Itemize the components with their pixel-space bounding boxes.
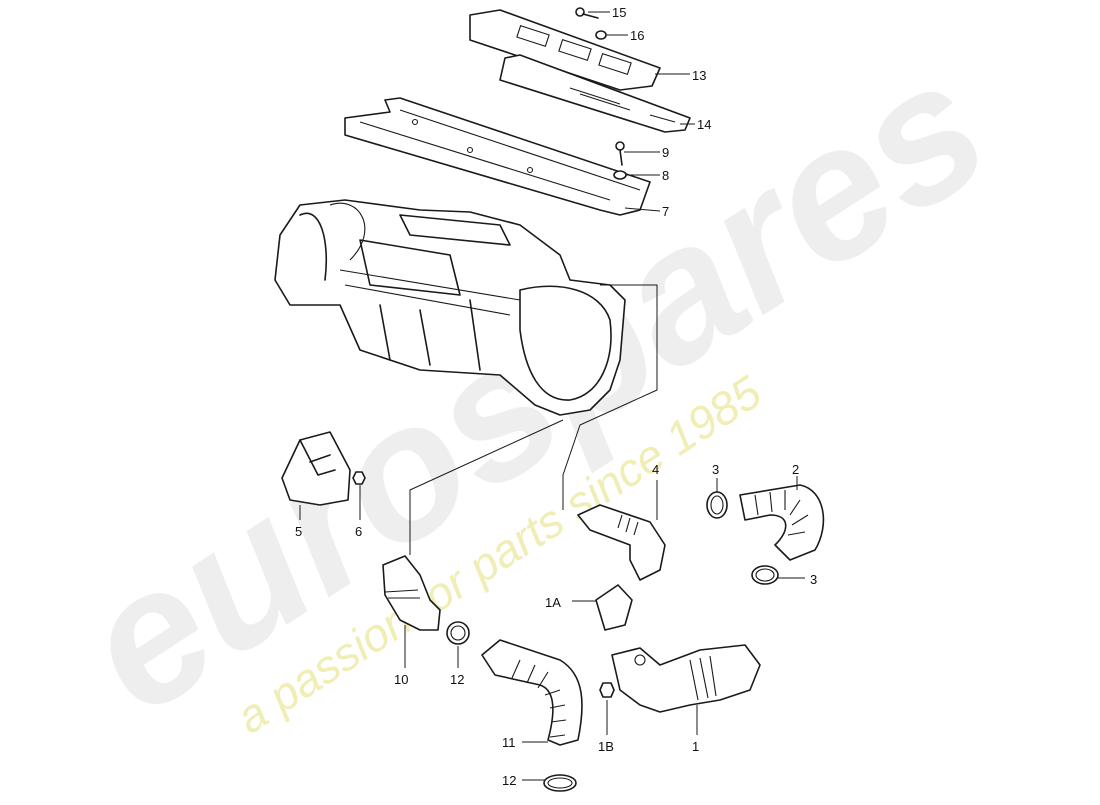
label-14: 14 <box>697 117 711 132</box>
label-13: 13 <box>692 68 706 83</box>
part-1-duct <box>611 644 761 713</box>
heater-housing-assembly <box>274 199 626 416</box>
part-16-washer <box>595 30 607 40</box>
label-8: 8 <box>662 168 669 183</box>
label-3-upper: 3 <box>712 462 719 477</box>
label-7: 7 <box>662 204 669 219</box>
label-3-lower: 3 <box>810 572 817 587</box>
part-6-nut <box>352 471 366 485</box>
label-12-upper: 12 <box>450 672 464 687</box>
leader-housing-4 <box>562 284 658 510</box>
leader-housing-10 <box>409 419 564 555</box>
part-12-clamp-upper <box>446 621 470 645</box>
part-3-clamp-lower <box>751 565 779 585</box>
part-12-clamp-lower <box>543 774 577 792</box>
part-2-hose <box>739 484 825 561</box>
part-8-washer <box>613 170 627 180</box>
part-10-adaptor <box>382 555 441 631</box>
label-5: 5 <box>295 524 302 539</box>
label-1A: 1A <box>545 595 561 610</box>
part-1A-elbow <box>595 584 633 631</box>
label-12-lower: 12 <box>502 773 516 788</box>
label-16: 16 <box>630 28 644 43</box>
part-9-screw <box>615 141 625 166</box>
label-10: 10 <box>394 672 408 687</box>
label-9: 9 <box>662 145 669 160</box>
part-14-grille <box>499 54 691 133</box>
label-15: 15 <box>612 5 626 20</box>
part-5-bracket <box>281 431 351 506</box>
label-11: 11 <box>502 735 516 750</box>
label-2: 2 <box>792 462 799 477</box>
part-3-clamp-upper <box>706 491 728 519</box>
part-7-cowl-panel <box>344 97 651 216</box>
part-1B-nut <box>599 682 615 698</box>
part-15-screw <box>575 7 599 19</box>
leader-7 <box>624 207 661 212</box>
label-1B: 1B <box>598 739 614 754</box>
part-13-cover <box>469 9 661 91</box>
label-4: 4 <box>652 462 659 477</box>
label-1: 1 <box>692 739 699 754</box>
label-6: 6 <box>355 524 362 539</box>
part-4-duct <box>577 504 666 581</box>
part-11-hose <box>481 639 583 746</box>
